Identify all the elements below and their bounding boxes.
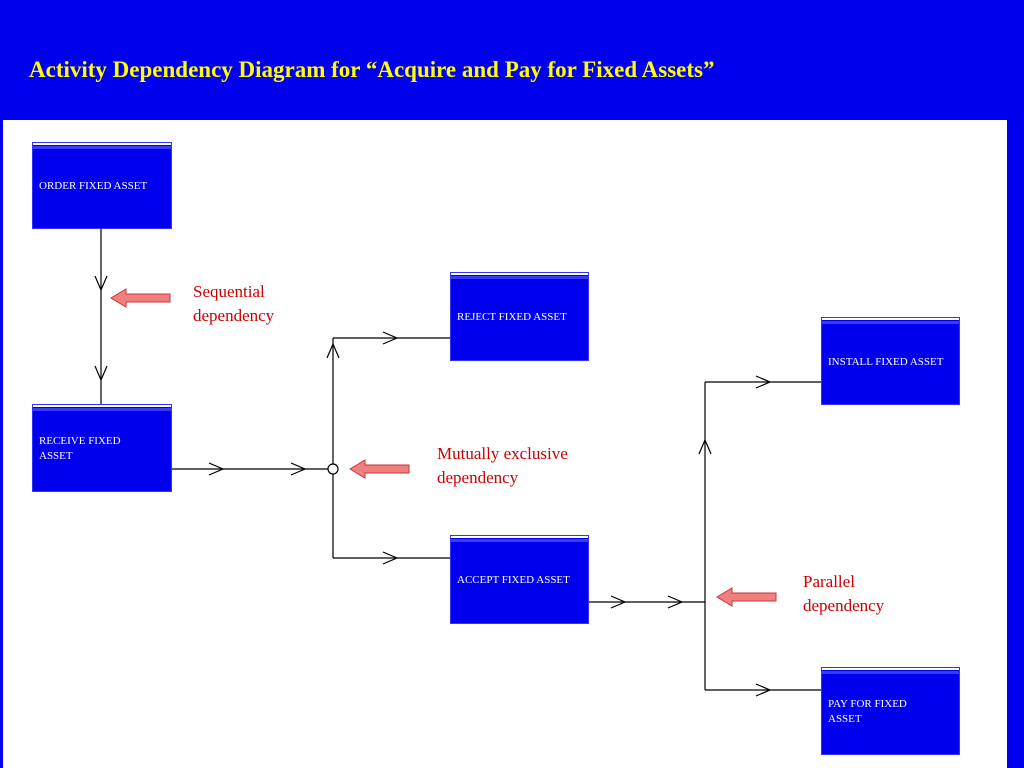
arrowhead	[667, 595, 684, 609]
order-fixed-asset-node[interactable]: ORDER FIXED ASSET	[32, 142, 172, 229]
arrowhead	[610, 595, 627, 609]
reject-fixed-asset-node[interactable]: REJECT FIXED ASSET	[450, 272, 589, 361]
title-bar: Activity Dependency Diagram for “Acquire…	[0, 0, 1024, 120]
arrowhead	[94, 275, 108, 292]
right-border	[1007, 120, 1024, 768]
note-line: Parallel	[803, 572, 855, 591]
arrowhead	[94, 365, 108, 382]
arrowhead	[290, 462, 307, 476]
parallel-dependency-note: Parallel dependency	[803, 570, 884, 618]
pointer-arrow-parallel	[716, 587, 777, 607]
accept-fixed-asset-label: ACCEPT FIXED ASSET	[457, 574, 570, 586]
install-fixed-asset-label: INSTALL FIXED ASSET	[828, 355, 944, 368]
pay-for-fixed-asset-node[interactable]: PAY FOR FIXED ASSET	[821, 667, 960, 755]
note-line: dependency	[803, 596, 885, 615]
note-line: Mutually exclusive	[437, 444, 568, 463]
arrowhead	[382, 551, 399, 565]
pointer-arrow-exclusive	[349, 459, 410, 479]
arrowhead	[698, 438, 712, 455]
exclusive-junction	[327, 463, 339, 475]
arrowhead	[208, 462, 225, 476]
sequential-dependency-note: Sequential dependency	[193, 280, 274, 328]
arrowhead	[755, 683, 772, 697]
note-line: Sequential	[193, 282, 265, 301]
left-border	[0, 120, 3, 768]
slide-title: Activity Dependency Diagram for “Acquire…	[29, 57, 715, 82]
reject-fixed-asset-label: REJECT FIXED ASSET	[457, 311, 567, 323]
arrowhead	[755, 375, 772, 389]
receive-fixed-asset-label: RECEIVE FIXED ASSET	[39, 435, 121, 462]
arrowhead	[326, 342, 340, 359]
note-line: dependency	[437, 468, 519, 487]
install-fixed-asset-node[interactable]: INSTALL FIXED ASSET	[821, 317, 960, 405]
accept-fixed-asset-node[interactable]: ACCEPT FIXED ASSET	[450, 535, 589, 624]
order-fixed-asset-label: ORDER FIXED ASSET	[39, 180, 148, 192]
pointer-arrow-sequential	[110, 288, 171, 308]
mutually-exclusive-dependency-note: Mutually exclusive dependency	[437, 442, 568, 490]
receive-fixed-asset-node[interactable]: RECEIVE FIXED ASSET	[32, 404, 172, 492]
note-line: dependency	[193, 306, 275, 325]
pay-for-fixed-asset-label: PAY FOR FIXED ASSET	[828, 698, 907, 725]
arrowhead	[382, 331, 399, 345]
